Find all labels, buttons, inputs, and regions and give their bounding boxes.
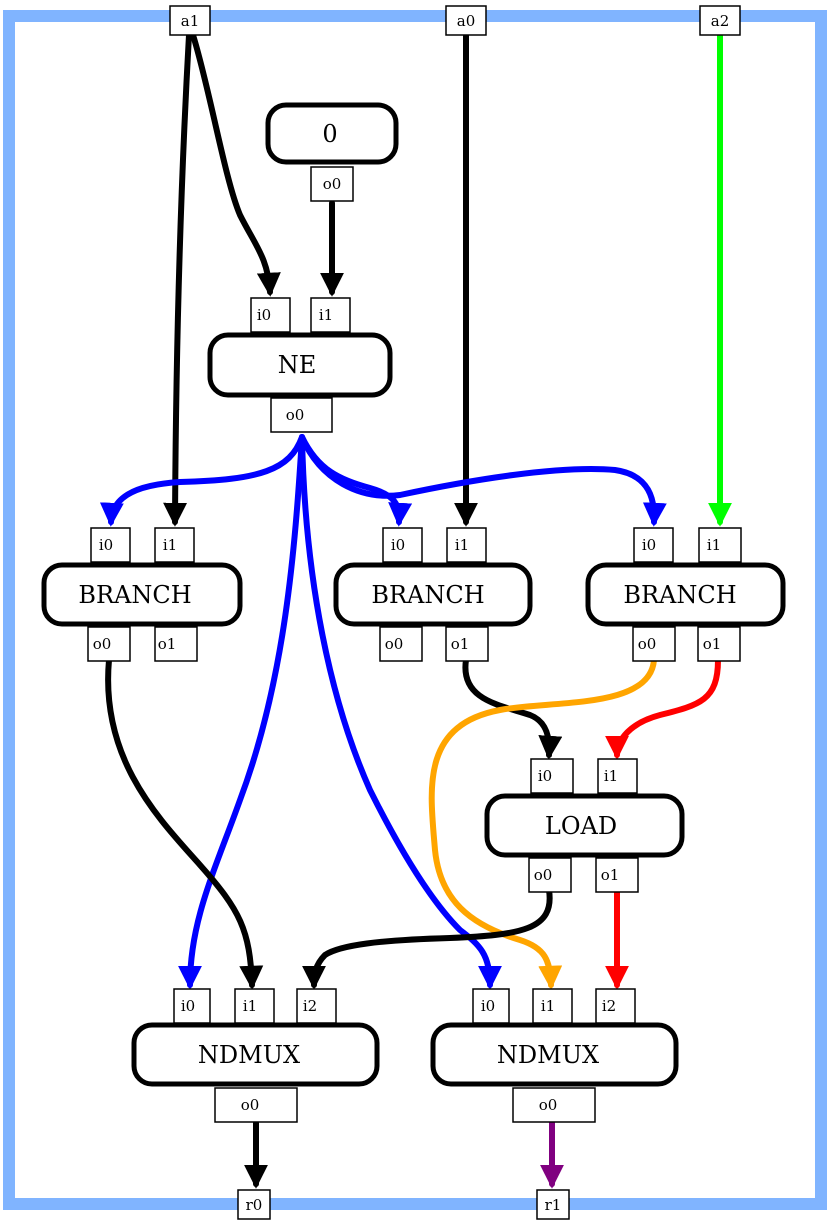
edge-branch1-ndmux1-i1 [105,657,264,990]
port-label-branch2-i1: i1 [455,536,469,554]
port-label-ne-i0: i0 [257,306,271,324]
input-port-a1 [169,5,211,36]
port-label-load-i0: i0 [538,767,552,785]
port-label-branch1-i1: i1 [163,536,177,554]
port-label-const0-o0: o0 [323,175,342,193]
node-label-ne: NE [278,351,317,379]
port-label-ne-i1: i1 [319,306,333,324]
port-load-i1 [597,758,638,794]
input-port-a0 [445,5,487,36]
input-port-a2 [699,5,741,36]
node-label-load: LOAD [545,812,617,840]
port-ndmux2-i0 [472,988,510,1024]
port-ndmux2-i1 [532,988,573,1024]
port-label-ne-o0: o0 [286,406,305,424]
edge-ne-branch2-i0 [299,434,413,527]
edge-ne-ndmux2-i0 [299,434,502,990]
edge-ne-branch1-i0 [99,434,305,527]
port-label-branch1-i0: i0 [99,536,113,554]
port-label-load-i1: i1 [604,767,618,785]
output-label-r1: r1 [545,1196,562,1214]
node-const0 [265,102,399,165]
node-label-branch3: BRANCH [623,581,736,609]
port-branch1-i1 [154,527,195,563]
edge-a1-branch1-i1 [163,32,192,527]
port-load-i0 [530,758,574,794]
port-label-branch1-o1: o1 [158,635,177,653]
port-label-load-o1: o1 [601,866,620,884]
port-label-ndmux2-i2: i2 [602,997,616,1015]
port-branch3-o1 [697,626,741,662]
port-ne-i1 [310,297,351,333]
node-branch3 [585,562,786,627]
input-label-a2: a2 [711,12,730,30]
input-label-a0: a0 [457,12,476,30]
port-label-ndmux2-o0: o0 [539,1096,558,1114]
edge-load-ndmux1-i2 [302,887,553,990]
port-ne-o0 [270,397,333,433]
node-ndmux2 [430,1022,679,1087]
port-branch1-o0 [87,626,131,662]
port-label-ndmux1-i0: i0 [181,997,195,1015]
port-label-ndmux1-i1: i1 [243,997,257,1015]
port-label-branch3-o0: o0 [638,635,657,653]
edge-a1-ne-i0 [190,32,281,297]
port-label-branch3-i0: i0 [642,536,656,554]
port-branch2-o0 [379,626,423,662]
edge-branch3-load-i1 [605,657,721,760]
port-branch3-o0 [632,626,676,662]
port-label-branch2-o1: o1 [451,635,470,653]
port-branch2-i1 [446,527,487,563]
port-branch3-i1 [698,527,742,563]
output-port-r1 [536,1189,570,1220]
port-branch2-o1 [445,626,489,662]
input-label-a1: a1 [181,12,200,30]
port-label-branch2-i0: i0 [391,536,405,554]
node-label-branch2: BRANCH [371,581,484,609]
port-branch3-i0 [633,527,674,563]
port-branch1-i0 [90,527,131,563]
port-load-o1 [595,857,639,893]
port-load-o0 [528,857,572,893]
node-branch2 [333,562,533,627]
port-label-load-o0: o0 [534,866,553,884]
port-label-ndmux1-o0: o0 [241,1096,260,1114]
port-branch1-o1 [154,626,198,662]
edge-ne-ndmux1-i0 [178,434,305,990]
port-label-branch3-o1: o1 [703,635,722,653]
port-label-ndmux1-i2: i2 [303,997,317,1015]
edge-ne-branch3-i0 [299,434,667,527]
port-ne-i0 [250,297,291,333]
port-ndmux1-i2 [296,988,337,1024]
port-label-branch2-o0: o0 [385,635,404,653]
port-ndmux2-o0 [512,1087,596,1123]
edge-branch2-load-i0 [462,657,563,760]
node-branch1 [41,562,243,627]
node-label-const0: 0 [322,120,337,148]
function-frame [3,10,827,1210]
node-ne [207,332,393,398]
port-const0-o0 [310,166,354,202]
edge-branch3-ndmux2-i1 [428,657,657,990]
node-load [484,793,685,858]
port-label-ndmux2-i1: i1 [541,997,555,1015]
node-label-ndmux1: NDMUX [198,1041,300,1069]
port-label-branch3-i1: i1 [707,536,721,554]
output-port-r0 [237,1189,271,1220]
port-label-branch1-o0: o0 [93,635,112,653]
node-ndmux1 [131,1022,380,1087]
node-label-ndmux2: NDMUX [497,1041,599,1069]
output-label-r0: r0 [246,1196,263,1214]
port-label-ndmux2-i0: i0 [481,997,495,1015]
node-label-branch1: BRANCH [78,581,191,609]
port-ndmux1-o0 [214,1087,298,1123]
port-branch2-i0 [382,527,423,563]
